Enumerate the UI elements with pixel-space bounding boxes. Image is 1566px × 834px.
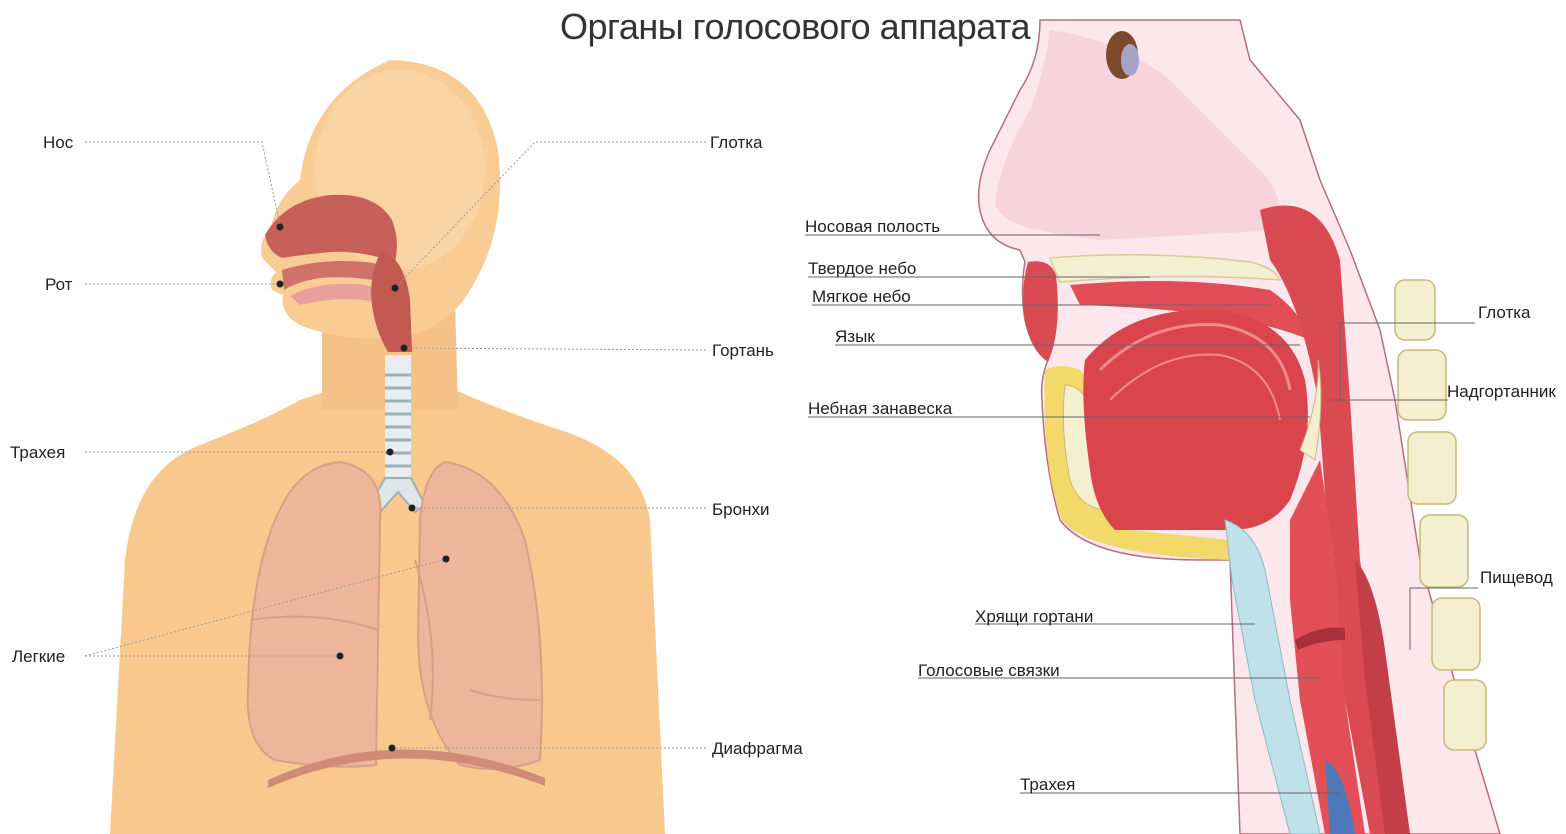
label-lungs: Легкие bbox=[12, 647, 65, 667]
label-laryngeal-cartilage: Хрящи гортани bbox=[975, 607, 1093, 627]
label-hard-palate: Твердое небо bbox=[808, 259, 916, 279]
label-pharynx-left: Глотка bbox=[710, 133, 763, 153]
upper-lip bbox=[1023, 261, 1058, 362]
torso-figure bbox=[85, 60, 706, 834]
page-title: Органы голосового аппарата bbox=[560, 6, 1020, 48]
label-diaphragm: Диафрагма bbox=[712, 739, 803, 759]
label-vocal-cords: Голосовые связки bbox=[918, 661, 1060, 681]
label-trachea-right: Трахея bbox=[1020, 775, 1075, 795]
label-mouth: Рот bbox=[45, 275, 72, 295]
sagittal-section bbox=[805, 20, 1500, 834]
label-pharynx-right: Глотка bbox=[1478, 303, 1531, 323]
label-nose: Нос bbox=[43, 133, 73, 153]
label-trachea-left: Трахея bbox=[10, 443, 65, 463]
label-tongue: Язык bbox=[835, 327, 875, 347]
label-nasal-cavity: Носовая полость bbox=[805, 217, 940, 237]
label-epiglottis: Надгортанник bbox=[1447, 382, 1556, 402]
eye-highlight bbox=[1121, 44, 1139, 76]
tongue-shape-section bbox=[1083, 310, 1308, 530]
label-velum: Небная занавеска bbox=[808, 399, 952, 419]
label-larynx: Гортань bbox=[712, 341, 774, 361]
label-esophagus: Пищевод bbox=[1480, 568, 1553, 588]
label-bronchi: Бронхи bbox=[712, 500, 769, 520]
label-soft-palate: Мягкое небо bbox=[812, 287, 911, 307]
